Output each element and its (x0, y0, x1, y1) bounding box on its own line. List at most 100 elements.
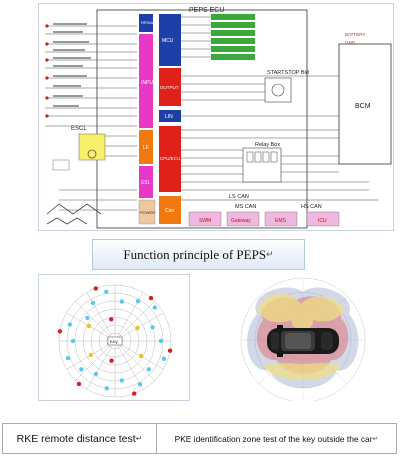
return-mark: ↵ (266, 249, 274, 259)
caption-pke-text: PKE identification zone test of the key … (174, 433, 373, 444)
mcu-block (159, 14, 181, 66)
bcm-label: BCM (355, 103, 371, 110)
can-node-gateway: Gateway (231, 218, 251, 224)
caption-rke: RKE remote distance test↵ (2, 423, 157, 454)
test-point-dot (158, 338, 164, 344)
test-point-dot (137, 382, 143, 387)
return-mark: ↵ (135, 434, 143, 443)
test-point-dot (57, 329, 63, 334)
lf-block (139, 130, 153, 164)
test-point-dot (109, 358, 114, 363)
can-node-icu: ICU (318, 218, 327, 224)
input-labels (53, 23, 91, 107)
escl-motor (87, 149, 97, 159)
output-label: OUTPUT (160, 85, 179, 90)
zone-yellow-bottom (263, 362, 341, 381)
esl-block (139, 166, 153, 198)
pke-zone-diagram (217, 274, 389, 403)
gnd-label: GND (345, 40, 356, 45)
can-label: Can (165, 208, 174, 214)
lf-label: LF (143, 145, 149, 151)
test-point-dot (161, 356, 167, 361)
escl-box (78, 133, 106, 161)
peps-diagram-svg: PEPS ECU ESCL (45, 7, 392, 229)
input-pins (45, 24, 49, 118)
test-point-dot (79, 367, 84, 372)
test-point-dot (76, 381, 82, 387)
test-points (57, 286, 173, 396)
relay-coils (246, 151, 278, 163)
rke-polar-plot: Key (38, 274, 190, 401)
test-point-dot (86, 323, 92, 329)
starter-label: STARTSTOP Bld (267, 70, 309, 76)
test-point-dot (135, 325, 140, 331)
test-point-dot (167, 348, 173, 353)
power-block (138, 199, 156, 225)
test-point-dot (119, 299, 125, 304)
escl-switch (52, 159, 70, 171)
test-point-dot (119, 378, 125, 383)
test-point-dot (138, 353, 144, 359)
test-point-dot (104, 289, 109, 294)
can-node-ems: EMS (275, 218, 287, 224)
output-green-boxes (211, 14, 255, 60)
test-point-dot (104, 386, 109, 391)
antenna-symbol (46, 203, 102, 215)
relay-wires (281, 155, 339, 173)
test-point-dot (152, 305, 157, 310)
test-point-dot (67, 322, 73, 327)
test-point-dot (132, 391, 137, 396)
can-node-swm: SWM (199, 218, 211, 224)
starter-box (264, 77, 292, 103)
rfdm-label: RFDM/RF (141, 20, 160, 25)
test-point-dot (88, 352, 93, 358)
bcm-box (338, 43, 392, 165)
key-center (107, 336, 123, 346)
test-point-dot (70, 338, 76, 344)
hs-can-label: HS CAN (301, 204, 322, 210)
ms-can-label: MS CAN (235, 204, 256, 210)
input-label: INPUT (141, 80, 156, 86)
caption-rke-text: RKE remote distance test (16, 432, 136, 445)
can-block (159, 196, 181, 224)
input-block (139, 34, 153, 128)
peps-function-diagram: PEPS ECU ESCL (38, 3, 394, 231)
test-point-dot (135, 299, 141, 304)
ls-can-label: LS CAN (229, 194, 249, 200)
test-point-dot (150, 325, 155, 330)
caption-pke: PKE identification zone test of the key … (157, 423, 397, 454)
return-mark: ↵ (372, 435, 379, 443)
relay-box (242, 147, 282, 183)
test-point-dot (85, 315, 90, 321)
lin-label: LIN (165, 114, 173, 120)
antenna-symbol-2 (46, 217, 88, 225)
test-point-dot (109, 317, 114, 322)
lin-block (159, 110, 181, 122)
input-wires (45, 25, 137, 211)
test-point-dot (146, 367, 151, 372)
caption-peps: Function principle of PEPS↵ (92, 239, 305, 270)
car-icon (267, 325, 339, 357)
test-point-dot (148, 295, 154, 301)
esl-label: ESL (141, 180, 151, 186)
battery-label: BATTERY (345, 32, 365, 37)
polar-svg: Key (57, 284, 173, 398)
start-button (271, 83, 285, 97)
can-nodes: SWM Gateway EMS ICU (188, 211, 340, 227)
test-point-dot (65, 355, 71, 361)
caption-peps-text: Function principle of PEPS (123, 246, 267, 262)
zone-yellow-top (257, 293, 345, 331)
test-point-dot (93, 286, 98, 291)
test-point-dot (90, 300, 96, 306)
output-block (159, 68, 181, 106)
ecu-title: PEPS ECU (189, 7, 224, 14)
relay-label: Relay Box (255, 142, 280, 148)
escl-label: ESCL (71, 126, 87, 132)
ecu-outline (96, 9, 308, 229)
power-label: POWER (140, 210, 155, 215)
rfdm-block (139, 14, 153, 32)
cpu-block (159, 126, 181, 192)
test-point-dot (93, 371, 99, 377)
cpu-label: CPU/ECU (160, 156, 180, 161)
zones-svg (240, 277, 366, 403)
